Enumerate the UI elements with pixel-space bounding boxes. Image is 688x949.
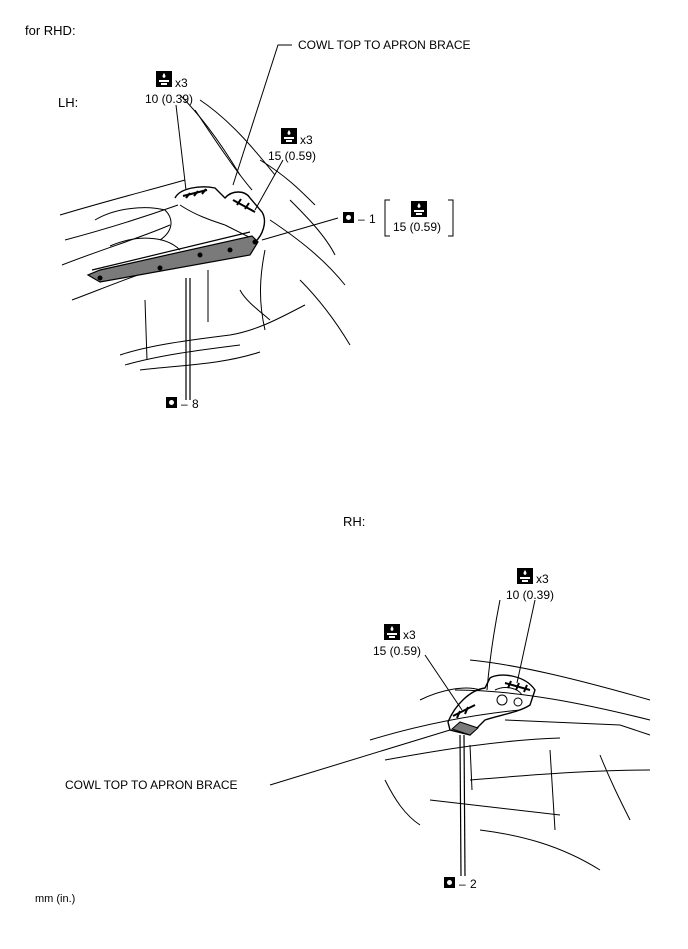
rh-torque-right-count: x3 bbox=[536, 572, 549, 586]
rh-clip-2-qty: 2 bbox=[470, 877, 477, 891]
unit-note: mm (in.) bbox=[35, 893, 76, 905]
torque-wrench-icon bbox=[156, 71, 172, 87]
lh-bolt-cluster-top bbox=[182, 188, 208, 199]
rh-bolt-cluster-right bbox=[504, 680, 531, 693]
lh-clip-8-dash: – bbox=[181, 397, 188, 411]
clip-icon bbox=[444, 877, 455, 888]
lh-clip-1-torque-value: 15 (0.59) bbox=[393, 220, 442, 234]
rh-label: RH: bbox=[343, 514, 366, 529]
lh-label: LH: bbox=[58, 95, 79, 110]
torque-wrench-icon bbox=[281, 128, 297, 144]
rh-engine-bay-drawing bbox=[269, 599, 651, 877]
lh-clip-8-qty: 8 bbox=[192, 397, 199, 411]
lh-torque-mid-value: 15 (0.59) bbox=[268, 149, 317, 163]
rh-torque-left-count: x3 bbox=[403, 628, 416, 642]
clip-icon bbox=[343, 212, 354, 223]
torque-wrench-icon bbox=[384, 624, 400, 640]
lh-torque-top-count: x3 bbox=[175, 76, 188, 90]
lh-torque-top-value: 10 (0.39) bbox=[145, 92, 194, 106]
rh-clip-2-dash: – bbox=[459, 877, 466, 891]
torque-wrench-icon bbox=[411, 201, 427, 217]
lh-clip-1-bracket-left bbox=[384, 199, 390, 237]
torque-wrench-icon bbox=[517, 568, 533, 584]
lh-brace-label: COWL TOP TO APRON BRACE bbox=[298, 38, 471, 52]
lh-torque-mid-count: x3 bbox=[300, 133, 313, 147]
clip-icon bbox=[166, 397, 177, 408]
rh-brace-label: COWL TOP TO APRON BRACE bbox=[65, 778, 238, 792]
variant-label: for RHD: bbox=[25, 23, 76, 38]
lh-engine-bay-drawing bbox=[59, 44, 351, 400]
lh-clip-1-bracket-right bbox=[448, 199, 454, 237]
lh-clip-1-qty: 1 bbox=[369, 212, 376, 226]
rh-bolt-cluster-left bbox=[452, 704, 476, 719]
lh-clip-1-dash: – bbox=[358, 212, 365, 226]
lh-bolt-cluster-mid bbox=[232, 198, 256, 213]
rh-torque-right-value: 10 (0.39) bbox=[506, 588, 555, 602]
rh-torque-left-value: 15 (0.59) bbox=[373, 644, 422, 658]
